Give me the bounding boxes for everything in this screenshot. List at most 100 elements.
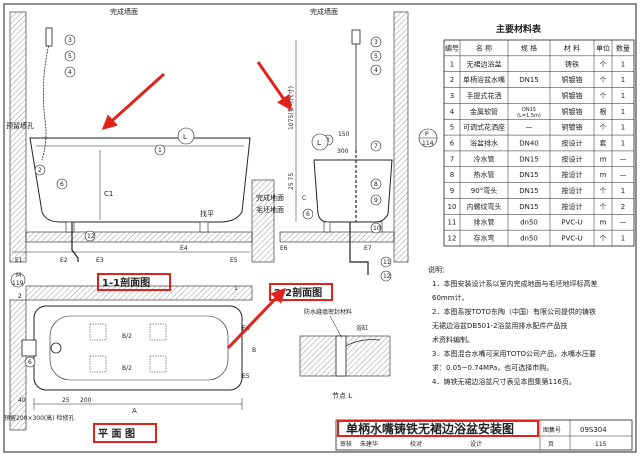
ref-m-label: M [16,272,21,279]
floor-finish-label: 完成地面 [256,193,284,202]
svg-text:5: 5 [68,53,72,60]
table-cell: 可调式花洒座 [463,123,505,132]
atlas-label: 图集号 [543,426,561,434]
review-label: 审核 [340,440,352,448]
table-cell: 1 [450,60,454,68]
table-header-cell: 规 格 [521,43,537,52]
table-cell: m [600,155,607,163]
dim-b2-label-2: B/2 [122,365,132,372]
table-cell: DN40 [519,140,539,148]
notes-block: 说明： 1．本图安装设计系以室内完成地面与毛坯地坪标高差60mm计。2．本图系按… [428,265,597,386]
svg-text:6: 6 [28,359,32,366]
table-header-cell: 编号 [445,43,459,52]
page-label: 页 [548,441,554,448]
svg-text:9: 9 [374,197,378,204]
svg-text:7: 7 [374,143,378,150]
svg-text:2: 2 [38,167,42,174]
table-cell: 铜镀铬 [562,123,583,132]
table-cell: 铜镀铬 [562,91,583,100]
table-cell: — [620,155,627,163]
red-arrow-2 [256,61,292,111]
bathtub-plan [33,305,243,391]
table-cell: 4 [450,108,455,116]
svg-text:10: 10 [373,225,381,232]
dim-150-label: 150 [338,131,350,138]
notes-title: 说明： [428,265,449,274]
atlas-no: 09S304 [580,426,607,434]
red-box-sec2 [269,283,333,301]
drawing-title: 单柄水嘴铸铁无裙边浴盆安装图 [346,421,514,436]
svg-text:3: 3 [374,39,378,46]
table-cell: DN15 [519,203,539,211]
note-line: 术资料编制。 [432,335,474,344]
table-cell: 1 [621,108,625,116]
table-cell: DN15 [519,76,539,84]
table-cell: 1 [621,124,625,132]
table-cell: 个 [600,92,607,100]
red-box-plan [93,423,157,443]
dim-25-label: 25 [62,397,70,404]
wall-label-left: 完成墙面 [110,7,138,16]
wall-right-2 [393,11,409,263]
plan-title: 平 面 图 [98,428,135,440]
table-cell: 冷水管 [474,154,495,163]
dim-e5-label: E5 [230,257,238,264]
table-cell: DN15 [519,155,539,163]
tub-label-node: 浴缸 [356,324,368,332]
dim-b-label: B [252,347,256,354]
table-cell: 存水弯 [474,234,495,243]
dim-a-label: A [132,407,137,415]
section-2-mark: 2 [18,293,22,300]
svg-text:3: 3 [68,37,72,44]
shower-head [45,27,53,47]
section-1-1: 3 5 4 1 6 2 12 完成墙面 预留墙孔 C1 找平 E1 E2 E3 … [6,7,275,288]
table-cell: 无裙边浴盆 [467,59,502,68]
dim-300-label: 300 [337,148,349,155]
table-cell: 按设计 [562,170,583,179]
dim-200-label: 200 [80,397,92,404]
table-cell: 6 [450,140,455,148]
table-cell: 9 [450,187,454,195]
table-cell: 个 [600,203,607,211]
table-cell: DN15 [519,187,539,195]
table-cell: — [620,171,627,179]
design-label: 设计 [470,440,482,448]
table-cell: 2 [621,203,625,211]
table-cell: (L=1.5m) [517,113,541,119]
plan-view: A 25 200 40 B/2 B/2 B E6 E5 预留200×300(高)… [4,285,256,431]
dim-c1-label: C1 [104,190,113,198]
table-cell: PVC-U [561,219,583,227]
table-cell: 5 [450,124,454,132]
ref-l-bubble-2: L [317,139,321,147]
table-header-cell: 材 料 [564,43,580,52]
bath-foot [199,221,209,233]
floor-1 [25,231,253,243]
table-header-cell: 单位 [596,43,610,52]
svg-text:8: 8 [374,181,378,188]
table-cell: 按设计 [562,154,583,163]
red-box-title [337,420,539,437]
table-cell: 按设计 [562,202,583,211]
table-cell: 7 [450,155,454,163]
table-cell: 90°弯头 [471,186,497,195]
svg-text:6: 6 [60,181,64,188]
svg-text:6: 6 [306,211,310,218]
table-cell: 手提式花洒 [467,91,502,100]
table-cell: 个 [600,187,607,195]
table-cell: 1 [621,60,625,68]
svg-text:4: 4 [374,67,378,74]
table-cell: 个 [600,60,607,68]
table-cell: 12 [448,235,457,243]
table-cell: 套 [600,139,607,148]
note-line: 3．本图混合水嘴可采用TOTO公司产品，水嘴水压要 [432,349,596,358]
dim-c-label: C [302,195,306,202]
svg-text:5: 5 [374,53,378,60]
table-title: 主要材料表 [496,23,542,35]
table-cell: 3 [450,92,454,100]
table-cell: 1 [621,235,625,243]
note-line: 无裙边浴盆DB501-2浴盆用排水配件产品技 [432,321,568,330]
table-cell: m [600,171,607,179]
table-cell: 铜镀铬 [562,107,583,116]
